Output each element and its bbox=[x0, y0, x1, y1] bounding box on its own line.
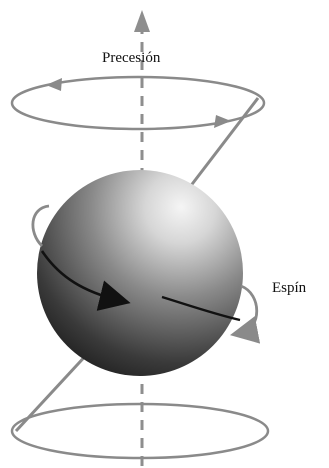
upper-cone-line bbox=[183, 98, 258, 196]
spin-label: Espín bbox=[272, 281, 306, 296]
sphere bbox=[37, 170, 243, 376]
precession-arrow-left-icon bbox=[46, 78, 62, 91]
precession-label: Precesión bbox=[102, 51, 160, 66]
right-curved-arrow bbox=[241, 286, 257, 333]
precession-arrow-right-icon bbox=[214, 115, 231, 128]
bottom-ellipse bbox=[12, 404, 268, 458]
axis-arrowhead-icon bbox=[134, 10, 150, 32]
